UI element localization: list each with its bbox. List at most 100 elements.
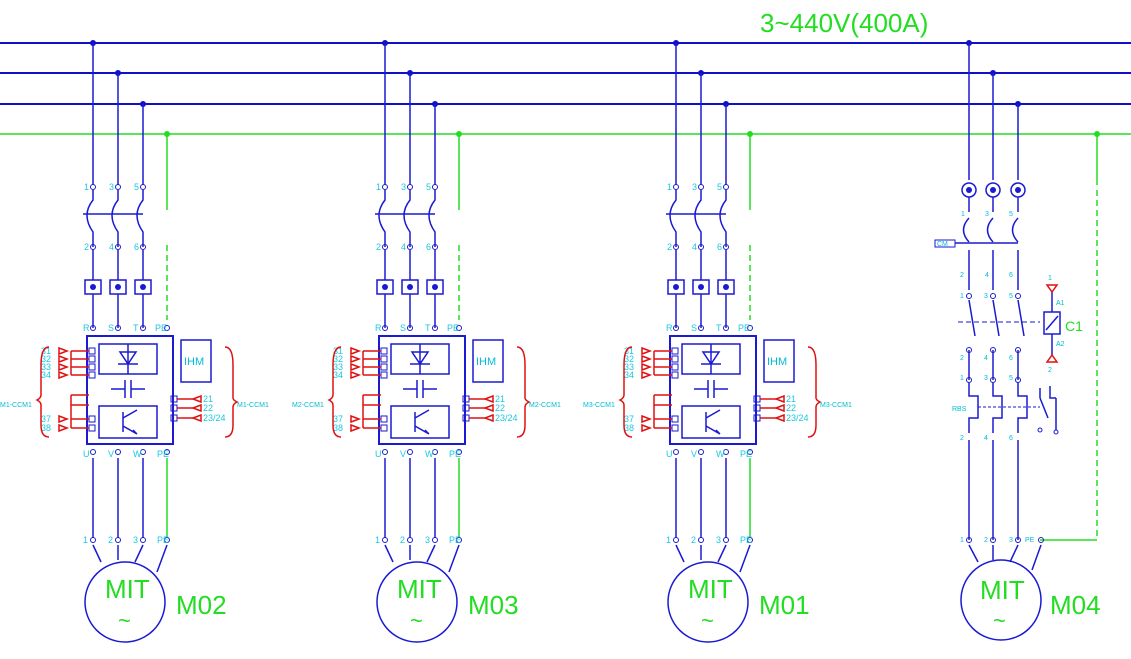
breaker-terminal-top <box>115 184 121 190</box>
motor-label: M01 <box>759 590 810 620</box>
contactor-top-pin-3: 3 <box>984 293 988 300</box>
motor-terminal <box>407 537 413 543</box>
motor-lead <box>134 544 144 563</box>
io-arrow <box>58 346 70 356</box>
drive-input-pin-pe: PE <box>155 323 167 333</box>
io-output-pin: 21 <box>495 394 505 404</box>
io-output-pin: 21 <box>786 394 796 404</box>
breaker-pole <box>428 190 436 247</box>
inverter-block <box>390 405 450 439</box>
io-terminal <box>671 355 679 363</box>
fuse-element <box>673 284 679 290</box>
drive-input-terminal <box>432 325 438 331</box>
contactor-c1: C1 1 A1 A2 2 1 3 5 2 4 6 <box>958 275 1083 380</box>
breaker-pole <box>669 190 677 247</box>
motor-lead <box>739 544 751 573</box>
drive-output-pin: U <box>666 449 673 459</box>
coil-label: C1 <box>1065 318 1083 334</box>
drive-input-pin: R <box>666 323 673 333</box>
io-terminal <box>380 355 388 363</box>
io-arrow <box>773 403 785 413</box>
drive-output-terminal <box>164 449 170 455</box>
ol-top-pin-5: 5 <box>1009 375 1013 382</box>
overload-relay: RBS 1 3 5 2 4 6 <box>952 375 1059 442</box>
io-arrow <box>58 354 70 364</box>
igbt-symbol <box>705 409 721 435</box>
io-arrow <box>773 394 785 404</box>
starter-motor-pin-1: 1 <box>960 537 964 544</box>
io-input-pin: 33 <box>624 362 634 372</box>
breaker-top-pin: 3 <box>692 182 697 192</box>
drive-output-pin: W <box>716 449 725 459</box>
breaker-terminal-bottom <box>723 244 729 250</box>
breaker-terminal-top <box>723 184 729 190</box>
ihm-label: IHM <box>476 356 496 368</box>
starter-motor-pin-2: 2 <box>984 537 988 544</box>
breaker-top-pin: 1 <box>376 182 381 192</box>
io-input-pin: 33 <box>333 362 343 372</box>
io-arrow <box>190 394 202 404</box>
breaker-top-pin: 3 <box>401 182 406 192</box>
drive-input-terminal <box>140 325 146 331</box>
io-brace-right <box>807 346 822 438</box>
io-arrow <box>641 423 653 433</box>
io-arrow <box>641 362 653 372</box>
ol-top-pin-3: 3 <box>984 375 988 382</box>
starter-breaker-tag: CM <box>937 241 948 248</box>
motor-pin: PE <box>740 535 752 545</box>
drive-output-pin: W <box>133 449 142 459</box>
drive-output-terminal <box>747 449 753 455</box>
io-terminal <box>88 363 96 371</box>
breaker-top-pin: 3 <box>109 182 114 192</box>
fuse-element <box>432 284 438 290</box>
io-arrow <box>190 403 202 413</box>
io-common-wire <box>653 351 672 428</box>
breaker-terminal-top <box>698 184 704 190</box>
motor-terminal <box>698 537 704 543</box>
breaker-terminal-bottom <box>115 244 121 250</box>
motor-lead <box>717 544 727 563</box>
ihm-panel <box>763 339 795 383</box>
io-input-pin: 32 <box>333 354 343 364</box>
motor-terminal <box>747 537 753 543</box>
io-arrow <box>58 423 70 433</box>
dc-link-capacitor <box>694 380 728 398</box>
io-common-wire <box>70 351 89 428</box>
motor-pin: 2 <box>108 535 113 545</box>
breaker-bottom-pin: 2 <box>667 242 672 252</box>
motor-pin: PE <box>157 535 169 545</box>
motor-terminal <box>382 537 388 543</box>
breaker-bottom-pin: 4 <box>109 242 114 252</box>
breaker-pole <box>86 190 94 247</box>
io-input-pin: 37 <box>333 414 343 424</box>
io-terminal <box>671 363 679 371</box>
drive-output-terminal <box>407 449 413 455</box>
motor-label: M02 <box>176 590 227 620</box>
starter-branch-m04: CM 1 3 5 2 4 6 <box>934 40 1101 641</box>
drive-output-pin: U <box>83 449 90 459</box>
breaker-pole <box>694 190 702 247</box>
drive-output-terminal <box>140 449 146 455</box>
io-terminal <box>671 347 679 355</box>
io-input-pin: 32 <box>624 354 634 364</box>
contactor-bottom-pin-2: 2 <box>960 355 964 362</box>
drive-output-pin: U <box>375 449 382 459</box>
starter-bottom-pin-6: 6 <box>1009 272 1013 279</box>
fuse-element <box>407 284 413 290</box>
contactor-bottom-pin-4: 4 <box>984 355 988 362</box>
io-terminal <box>88 347 96 355</box>
motor-lead <box>92 544 102 563</box>
io-terminal <box>380 371 388 379</box>
drive-input-pin: T <box>716 323 722 333</box>
motor-pin: 3 <box>133 535 138 545</box>
motor-pin: 1 <box>666 535 671 545</box>
io-input-pin: 31 <box>41 346 51 356</box>
breaker-top-pin: 5 <box>134 182 139 192</box>
drive-input-pin: R <box>83 323 90 333</box>
drive-output-terminal <box>698 449 704 455</box>
motor-lead <box>156 544 168 573</box>
